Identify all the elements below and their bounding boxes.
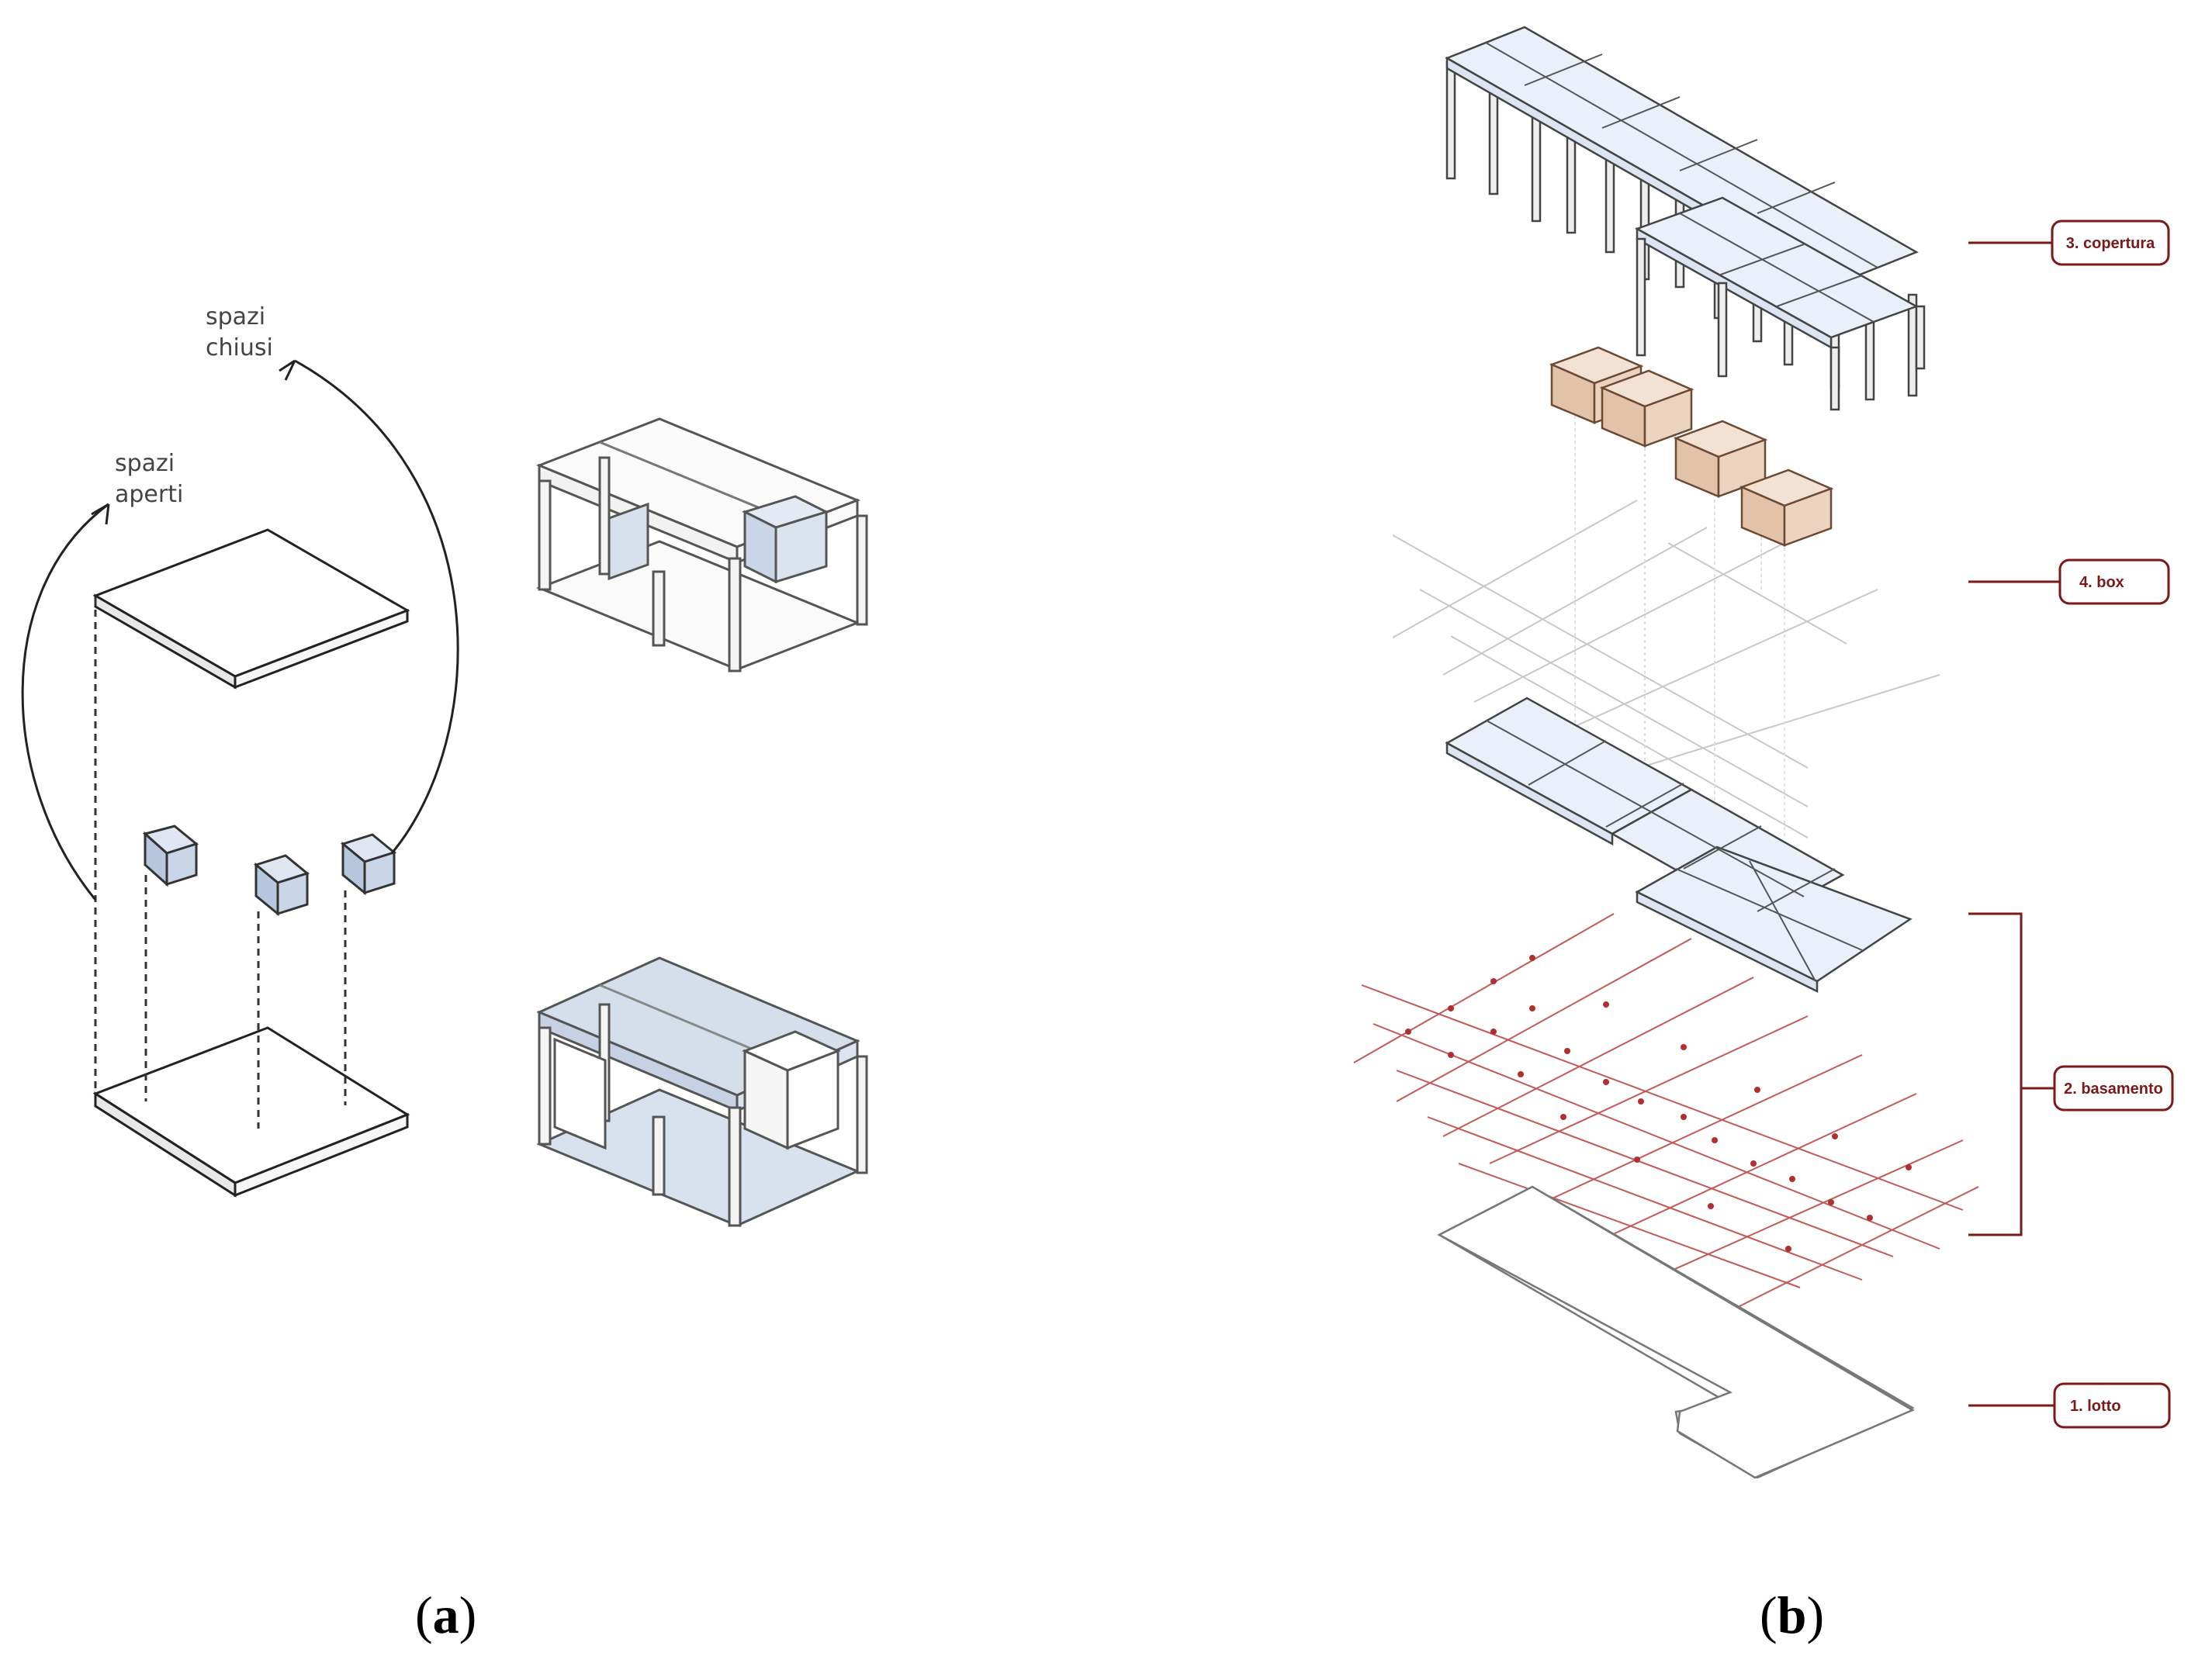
box-4 [1739, 468, 1834, 547]
label-closed-line2: chiusi [206, 334, 273, 361]
closed-pavilion [536, 956, 868, 1227]
cube-3 [340, 833, 397, 896]
label-box: 4. box [2079, 574, 2124, 591]
lot-outline-main [1437, 1185, 1915, 1479]
cube-2 [253, 854, 310, 917]
label-closed-line1: spazi [206, 303, 265, 330]
cube-1 [142, 825, 199, 887]
label-open-line2: aperti [115, 481, 183, 508]
callout-lotto: 1. lotto [1968, 1382, 2171, 1429]
callout-basamento: 2. basamento [1968, 912, 2174, 1236]
grid-nodes [1405, 955, 1912, 1252]
arc-closed-tick [279, 359, 296, 381]
label-basamento: 2. basamento [2064, 1080, 2163, 1098]
open-pavilion [535, 417, 868, 672]
label-open-line1: spazi [115, 450, 175, 477]
box-3 [1673, 420, 1768, 498]
arc-open-spaces [21, 503, 109, 901]
label-copertura: 3. copertura [2066, 235, 2155, 252]
box-layer [1549, 346, 1834, 547]
panel-b: 3. copertura 4. box 2. basamento 1. lott… [1353, 26, 2174, 1644]
structural-grid [1353, 913, 1979, 1312]
label-lotto: 1. lotto [2070, 1398, 2121, 1415]
projection-grid [1392, 403, 1940, 838]
callout-copertura: 3. copertura [1968, 220, 2170, 266]
arc-open-tick [91, 503, 110, 525]
caption-b: (b) [1760, 1585, 1824, 1644]
box-2 [1599, 369, 1694, 448]
top-slab [92, 528, 410, 690]
dashed-connectors [94, 597, 347, 1129]
arc-closed-spaces [294, 359, 459, 854]
bottom-slab [92, 1026, 410, 1198]
caption-a: (a) [415, 1585, 476, 1644]
panel-a: spazi chiusi spazi aperti [21, 303, 868, 1644]
callout-box: 4. box [1968, 558, 2170, 605]
roof-layer [1445, 26, 1926, 411]
base-slab [1445, 697, 1913, 994]
